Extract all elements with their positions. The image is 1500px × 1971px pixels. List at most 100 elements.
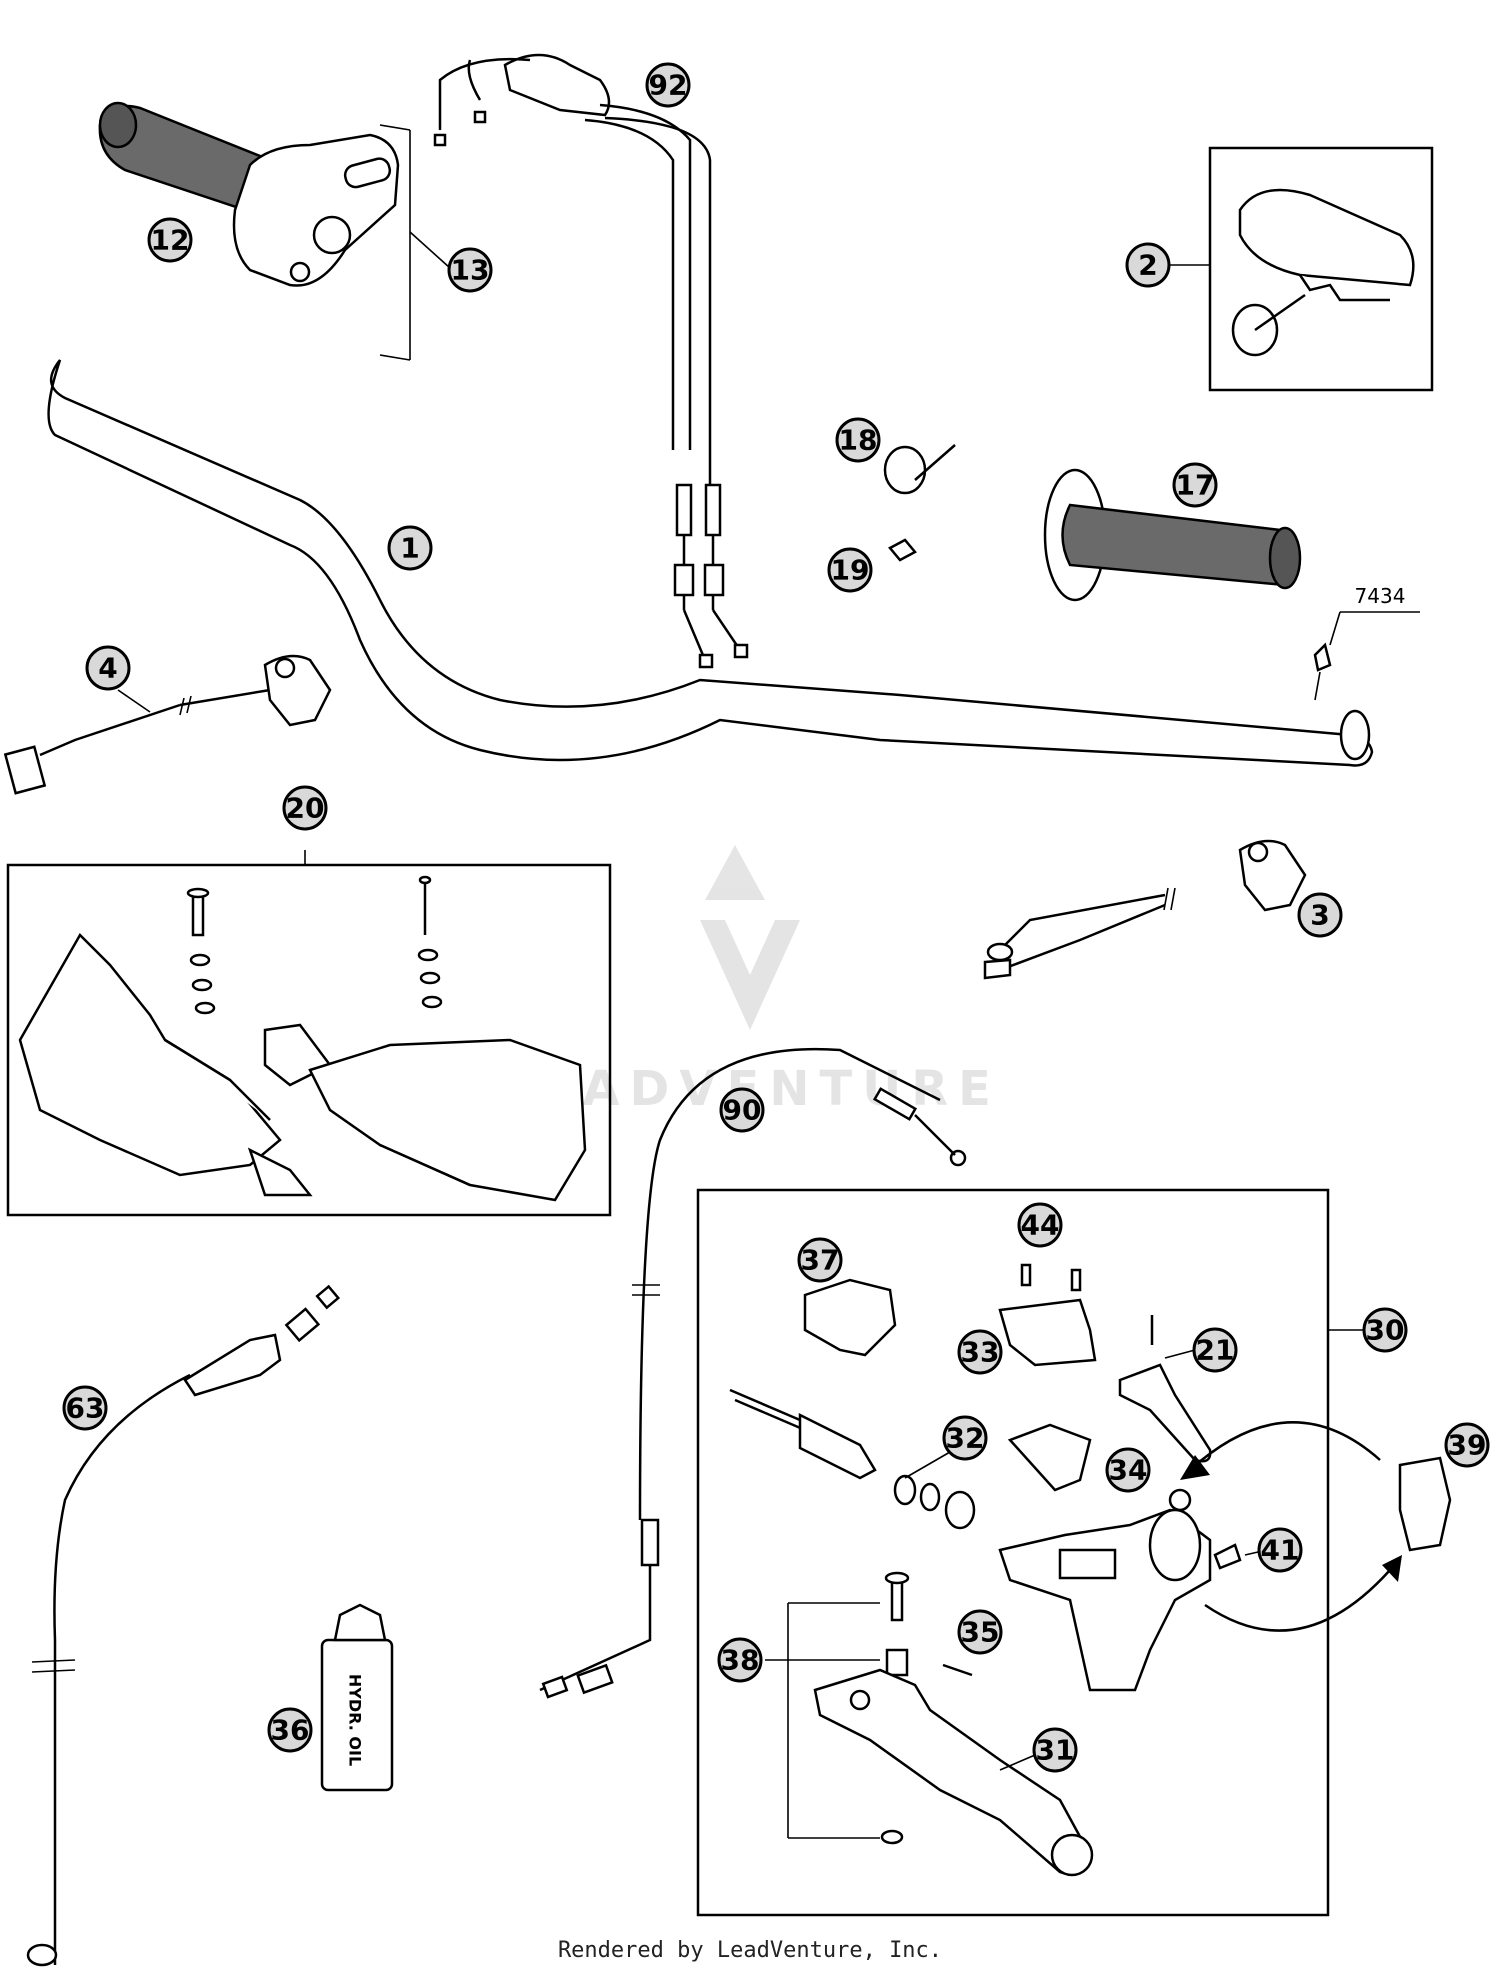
footer-credit: Rendered by LeadVenture, Inc.	[557, 1938, 943, 1963]
callout-number: 2	[1138, 249, 1157, 282]
callout-leader	[117, 689, 151, 713]
callout-44: 44	[1017, 1202, 1063, 1248]
callout-12: 12	[147, 217, 193, 263]
callout-number: 38	[721, 1644, 760, 1677]
callout-number: 44	[1021, 1209, 1060, 1242]
callout-bubble	[717, 1637, 763, 1683]
callout-38: 38	[717, 1637, 763, 1683]
callout-36: 36	[267, 1707, 313, 1753]
part-37	[803, 1278, 897, 1357]
callout-bubble	[1105, 1447, 1151, 1493]
callout-number: 4	[98, 652, 117, 685]
callout-bubble	[827, 547, 873, 593]
callout-19: 19	[827, 547, 873, 593]
callout-33: 33	[957, 1329, 1003, 1375]
callout-63: 63	[62, 1385, 108, 1431]
callout-bubble	[1125, 242, 1171, 288]
callout-20: 20	[282, 785, 328, 831]
callout-number: 31	[1036, 1734, 1075, 1767]
left-grip	[1043, 468, 1302, 602]
callout-number: 20	[286, 792, 325, 825]
throttle-housing	[232, 124, 451, 361]
callout-bubble	[1192, 1327, 1238, 1373]
callout-18: 18	[835, 417, 881, 463]
callout-31: 31	[999, 1727, 1078, 1773]
callout-number: 32	[946, 1422, 985, 1455]
cable-90	[539, 1047, 967, 1699]
callout-bubble	[447, 247, 493, 293]
callout-30: 30	[1328, 1307, 1408, 1353]
callout-number: 21	[1196, 1334, 1235, 1367]
callout-bubble	[645, 62, 691, 108]
bottle-label: HYDR. OIL	[346, 1674, 365, 1766]
callout-number: 63	[66, 1392, 105, 1425]
callout-bubble	[1297, 892, 1343, 938]
callout-bubble	[147, 217, 193, 263]
callout-1: 1	[387, 525, 433, 571]
callout-leader	[999, 1754, 1036, 1771]
callout-leader	[1244, 1551, 1259, 1556]
callout-bubble	[1362, 1307, 1408, 1353]
handlebar	[47, 359, 1374, 767]
callout-number: 90	[723, 1094, 762, 1127]
callout-number: 36	[271, 1714, 310, 1747]
callout-bubble	[797, 1237, 843, 1283]
callout-90: 90	[719, 1087, 765, 1133]
callout-bubble	[387, 525, 433, 571]
callout-37: 37	[797, 1237, 843, 1283]
callout-number: 3	[1310, 899, 1329, 932]
callout-39: 39	[1444, 1422, 1490, 1468]
part-38-pivot	[765, 1571, 910, 1845]
callout-number: 92	[649, 69, 688, 102]
callout-bubble	[282, 785, 328, 831]
part-41	[1213, 1543, 1242, 1570]
callout-2: 2	[1125, 242, 1210, 288]
start-switch	[983, 839, 1307, 980]
part-35	[942, 1663, 973, 1677]
callout-number: 18	[839, 424, 878, 457]
callout-bubble	[1257, 1527, 1303, 1573]
callout-number: 13	[451, 254, 490, 287]
part-label-7434: 7434	[1355, 584, 1406, 608]
callout-32: 32	[904, 1415, 988, 1479]
callout-3: 3	[1297, 892, 1343, 938]
callout-bubble	[1172, 462, 1218, 508]
callout-bubble	[1017, 1202, 1063, 1248]
callout-bubble	[957, 1329, 1003, 1375]
callout-number: 34	[1109, 1454, 1148, 1487]
brake-line-63	[26, 1284, 341, 1967]
part-34	[1007, 1423, 1092, 1492]
callout-bubble	[719, 1087, 765, 1133]
callout-number: 39	[1448, 1429, 1487, 1462]
callout-number: 12	[151, 224, 190, 257]
callout-bubble	[957, 1609, 1003, 1655]
callout-34: 34	[1105, 1447, 1151, 1493]
callout-17: 17	[1172, 462, 1218, 508]
kill-switch	[3, 654, 332, 795]
callout-bubble	[85, 645, 131, 691]
callout-number: 17	[1176, 469, 1215, 502]
callout-bubble	[835, 417, 881, 463]
callout-bubble	[1032, 1727, 1078, 1773]
callouts: 1234121317181920213031323334353637383941…	[62, 62, 1490, 1773]
callout-bubble	[1444, 1422, 1490, 1468]
part-44-screws	[1020, 1263, 1082, 1292]
rotation-arrows	[1180, 1421, 1402, 1632]
bar-end-cap	[1208, 146, 1434, 392]
master-cylinder-box	[696, 1188, 1330, 1917]
throttle-cables	[433, 53, 749, 669]
callout-number: 37	[801, 1244, 840, 1277]
callout-13: 13	[447, 247, 493, 293]
callout-number: 41	[1261, 1534, 1300, 1567]
cable-tie	[883, 444, 956, 495]
callout-41: 41	[1244, 1527, 1303, 1573]
part-39	[1398, 1456, 1452, 1552]
callout-35: 35	[957, 1609, 1003, 1655]
callout-number: 35	[961, 1616, 1000, 1649]
small-nut	[888, 538, 917, 562]
callout-leader	[1164, 1349, 1196, 1359]
part-33	[998, 1298, 1097, 1367]
callout-number: 19	[831, 554, 870, 587]
master-cylinder-body	[998, 1488, 1212, 1692]
